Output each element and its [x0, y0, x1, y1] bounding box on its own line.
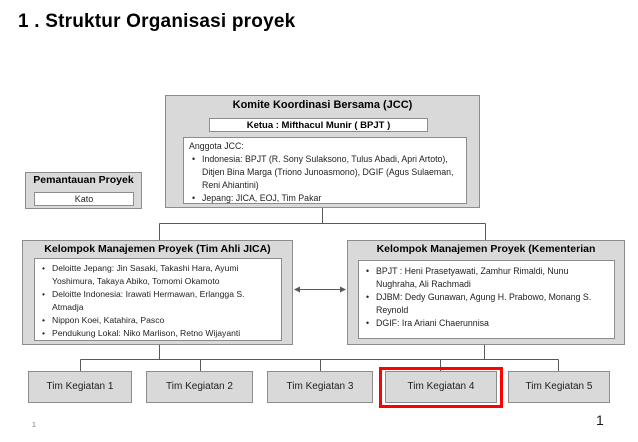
list-item: DGIF: Ira Ariani Chaerunnisa — [363, 317, 610, 330]
jcc-anggota-box: Anggota JCC: Indonesia: BPJT (R. Sony Su… — [183, 137, 467, 204]
list-item: BPJT : Heni Prasetyawati, Zamhur Rimaldi… — [363, 265, 610, 291]
kementerian-team-title: Kelompok Manajemen Proyek (Kementerian — [376, 243, 596, 255]
pemantauan-member-box: Kato — [34, 192, 134, 206]
list-item: Deloitte Jepang: Jin Sasaki, Takashi Har… — [39, 262, 277, 288]
page-number-small: 1 — [32, 422, 36, 429]
jica-team-list: Deloitte Jepang: Jin Sasaki, Takashi Har… — [39, 262, 277, 339]
list-item: Indonesia: BPJT (R. Sony Sulaksono, Tulu… — [189, 153, 461, 192]
jica-team-title: Kelompok Manajemen Proyek (Tim Ahli JICA… — [44, 243, 271, 255]
jcc-box-title: Komite Koordinasi Bersama (JCC) — [232, 99, 413, 111]
kementerian-team-list: BPJT : Heni Prasetyawati, Zamhur Rimaldi… — [363, 265, 610, 330]
jcc-anggota-heading: Anggota JCC: — [189, 141, 244, 151]
kementerian-team-box: Kelompok Manajemen Proyek (Kementerian B… — [347, 240, 625, 345]
pemantauan-proyek-box: Pemantauan Proyek Kato — [25, 172, 142, 209]
page-title: 1 . Struktur Organisasi proyek — [18, 11, 296, 32]
tim-kegiatan-4-box: Tim Kegiatan 4 — [385, 371, 497, 403]
tim-kegiatan-4-highlight — [379, 367, 503, 408]
tim-kegiatan-3-box: Tim Kegiatan 3 — [267, 371, 373, 403]
list-item: Nippon Koei, Katahira, Pasco — [39, 314, 277, 327]
tim-kegiatan-1-box: Tim Kegiatan 1 — [28, 371, 132, 403]
bidirectional-arrow-icon — [294, 286, 346, 293]
page-number: 1 — [596, 412, 604, 428]
tim-kegiatan-2-box: Tim Kegiatan 2 — [146, 371, 253, 403]
kementerian-team-members-box: BPJT : Heni Prasetyawati, Zamhur Rimaldi… — [358, 260, 615, 339]
jcc-box: Komite Koordinasi Bersama (JCC) Ketua : … — [165, 95, 480, 208]
list-item: Pendukung Lokal: Niko Marlison, Retno Wi… — [39, 327, 277, 340]
tim-kegiatan-5-box: Tim Kegiatan 5 — [508, 371, 610, 403]
list-item: DJBM: Dedy Gunawan, Agung H. Prabowo, Mo… — [363, 291, 610, 317]
list-item: Deloitte Indonesia: Irawati Hermawan, Er… — [39, 288, 277, 314]
pemantauan-title: Pemantauan Proyek — [33, 174, 134, 186]
jica-team-members-box: Deloitte Jepang: Jin Sasaki, Takashi Har… — [34, 258, 282, 341]
jcc-ketua-box: Ketua : Mifthacul Munir ( BPJT ) — [209, 118, 428, 132]
jcc-anggota-list: Indonesia: BPJT (R. Sony Sulaksono, Tulu… — [189, 153, 461, 203]
jica-team-box: Kelompok Manajemen Proyek (Tim Ahli JICA… — [22, 240, 293, 345]
list-item: Jepang: JICA, EOJ, Tim Pakar — [189, 192, 461, 203]
